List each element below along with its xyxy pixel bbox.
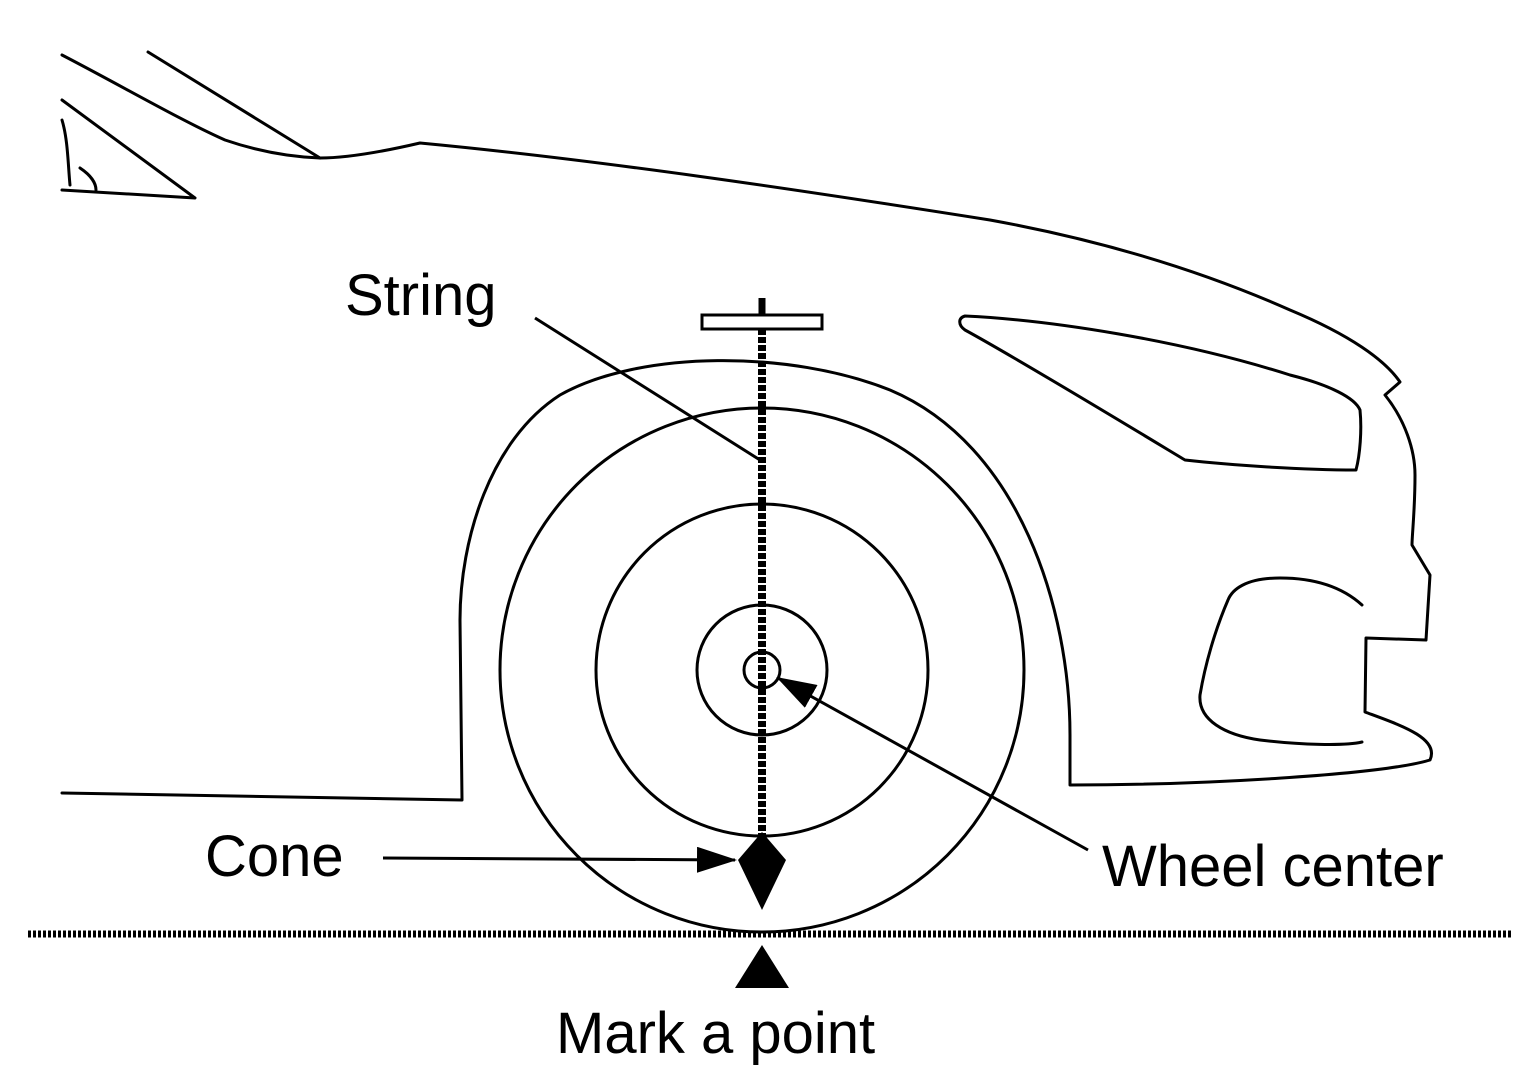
mark-point-icon	[735, 945, 789, 988]
windshield-outline	[60, 50, 322, 200]
cone-icon	[738, 832, 786, 910]
cone-leader-line	[382, 846, 737, 873]
string-label: String	[345, 263, 497, 328]
tire-outer	[498, 406, 1026, 934]
fog-light-outline	[1198, 576, 1364, 746]
wheel-center-label: Wheel center	[1102, 834, 1444, 899]
wheel-center-leader-line	[776, 676, 1089, 852]
mark-point-label: Mark a point	[556, 1001, 875, 1066]
car-body-outline	[60, 141, 1434, 802]
string-leader-line	[534, 316, 761, 462]
string-holder-bar	[700, 313, 824, 331]
cone-label: Cone	[205, 824, 344, 889]
headlight-outline	[958, 314, 1363, 472]
